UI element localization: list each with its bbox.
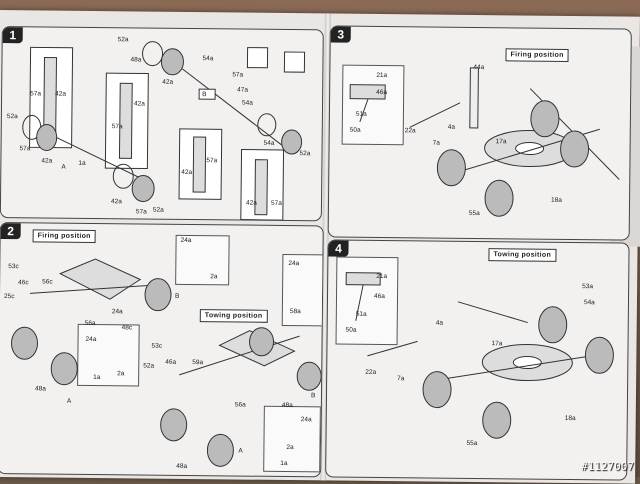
part-label: 25c [3,293,15,301]
part-label: 42a [133,100,145,108]
part-label: 50a [345,326,357,334]
part-label: 46a [376,88,388,97]
part-label: 53c [151,342,163,350]
part-label: 57a [111,123,123,131]
part-label: 51a [355,310,367,318]
part-label: 56c [42,278,53,286]
part-label: 1a [280,459,288,468]
part-label: 46a [165,358,177,366]
part-label: 51a [355,110,367,118]
part-label: 24a [180,236,192,245]
part-label: 17a [495,138,507,146]
part-label: 57a [206,157,218,165]
part-label: A [61,163,66,171]
part-label: 55a [468,209,480,218]
part-label: 52a [117,36,129,44]
part-label: 44a [473,63,485,72]
step-4-panel: 4 Towing position 21a 46a 51a 50a 22a 7a [325,239,630,481]
part-label: 2a [210,273,218,281]
part-label: 57a [30,90,42,98]
part-label: 57a [232,71,244,79]
part-label: 7a [432,139,440,147]
part-label: 46a [373,292,385,301]
step-3-drawing [349,67,620,217]
part-label: 18a [551,196,562,204]
part-label: 42a [41,157,53,165]
part-label: 58a [289,308,301,316]
part-label: 54a [242,99,253,107]
part-label: 57a [135,208,147,216]
part-label: 47a [237,86,249,94]
part-label: 48c [121,324,133,332]
part-label: 42a [55,90,67,98]
part-label: 7a [397,375,405,383]
part-label: A [66,397,72,405]
part-label: 50a [349,126,361,134]
part-label: 57a [270,199,282,207]
part-label: 4a [447,123,456,131]
part-label: 46c [18,279,29,287]
part-label: 21a [376,272,388,281]
part-label: 53c [8,263,19,271]
part-label: 48a [281,401,293,410]
part-label: A [238,447,243,455]
instruction-booklet: 1 [0,10,640,484]
part-label: 24a [111,308,123,316]
part-label: 42a [245,199,257,207]
part-label: 21a [376,71,388,80]
part-label: 24a [300,416,312,424]
part-label: 42a [181,168,193,177]
watermark-id: #1127007 [581,460,634,473]
part-label: 22a [365,368,377,376]
step-4-drawing [345,272,614,439]
step-3-panel: 3 Firing position 21a 46a 51a 50a 22a [327,25,632,241]
part-label: 53a [582,283,594,291]
step-2-drawing [11,258,322,467]
part-label: 52a [152,206,164,214]
part-label: 42a [110,198,122,206]
part-label: 52a [299,150,311,158]
step-2-panel: 2 Firing position Towing position 53c 46… [0,222,324,478]
part-label: 54a [202,55,214,63]
part-label: 56a [234,401,246,409]
step-1-panel: 1 [0,26,324,222]
part-label: 52a [143,362,155,370]
part-label: B [174,292,180,300]
part-label: 57a [19,145,31,153]
part-label: 2a [117,370,125,378]
part-label: 18a [564,414,576,423]
part-label: 22a [404,127,416,135]
step-1-drawing [22,41,306,221]
part-label: 42a [162,78,174,86]
part-label: 1a [93,373,101,382]
part-label: 17a [491,340,503,348]
part-label: 24a [85,335,97,344]
part-label: 56a [84,319,96,328]
part-label: 54a [583,299,595,307]
part-label: 52a [6,113,18,121]
part-label: 48a [176,462,188,470]
part-label: B [310,392,316,400]
part-label: 55a [466,439,478,448]
part-label: 48a [130,56,142,64]
part-label: 1a [78,159,86,167]
part-label: 54a [263,139,275,147]
part-label: 48a [34,385,46,393]
part-label: 2a [286,444,294,452]
part-label: 4a [435,319,444,327]
part-label: B [202,91,207,99]
part-label: 59a [192,359,204,367]
part-label: 24a [288,260,300,268]
